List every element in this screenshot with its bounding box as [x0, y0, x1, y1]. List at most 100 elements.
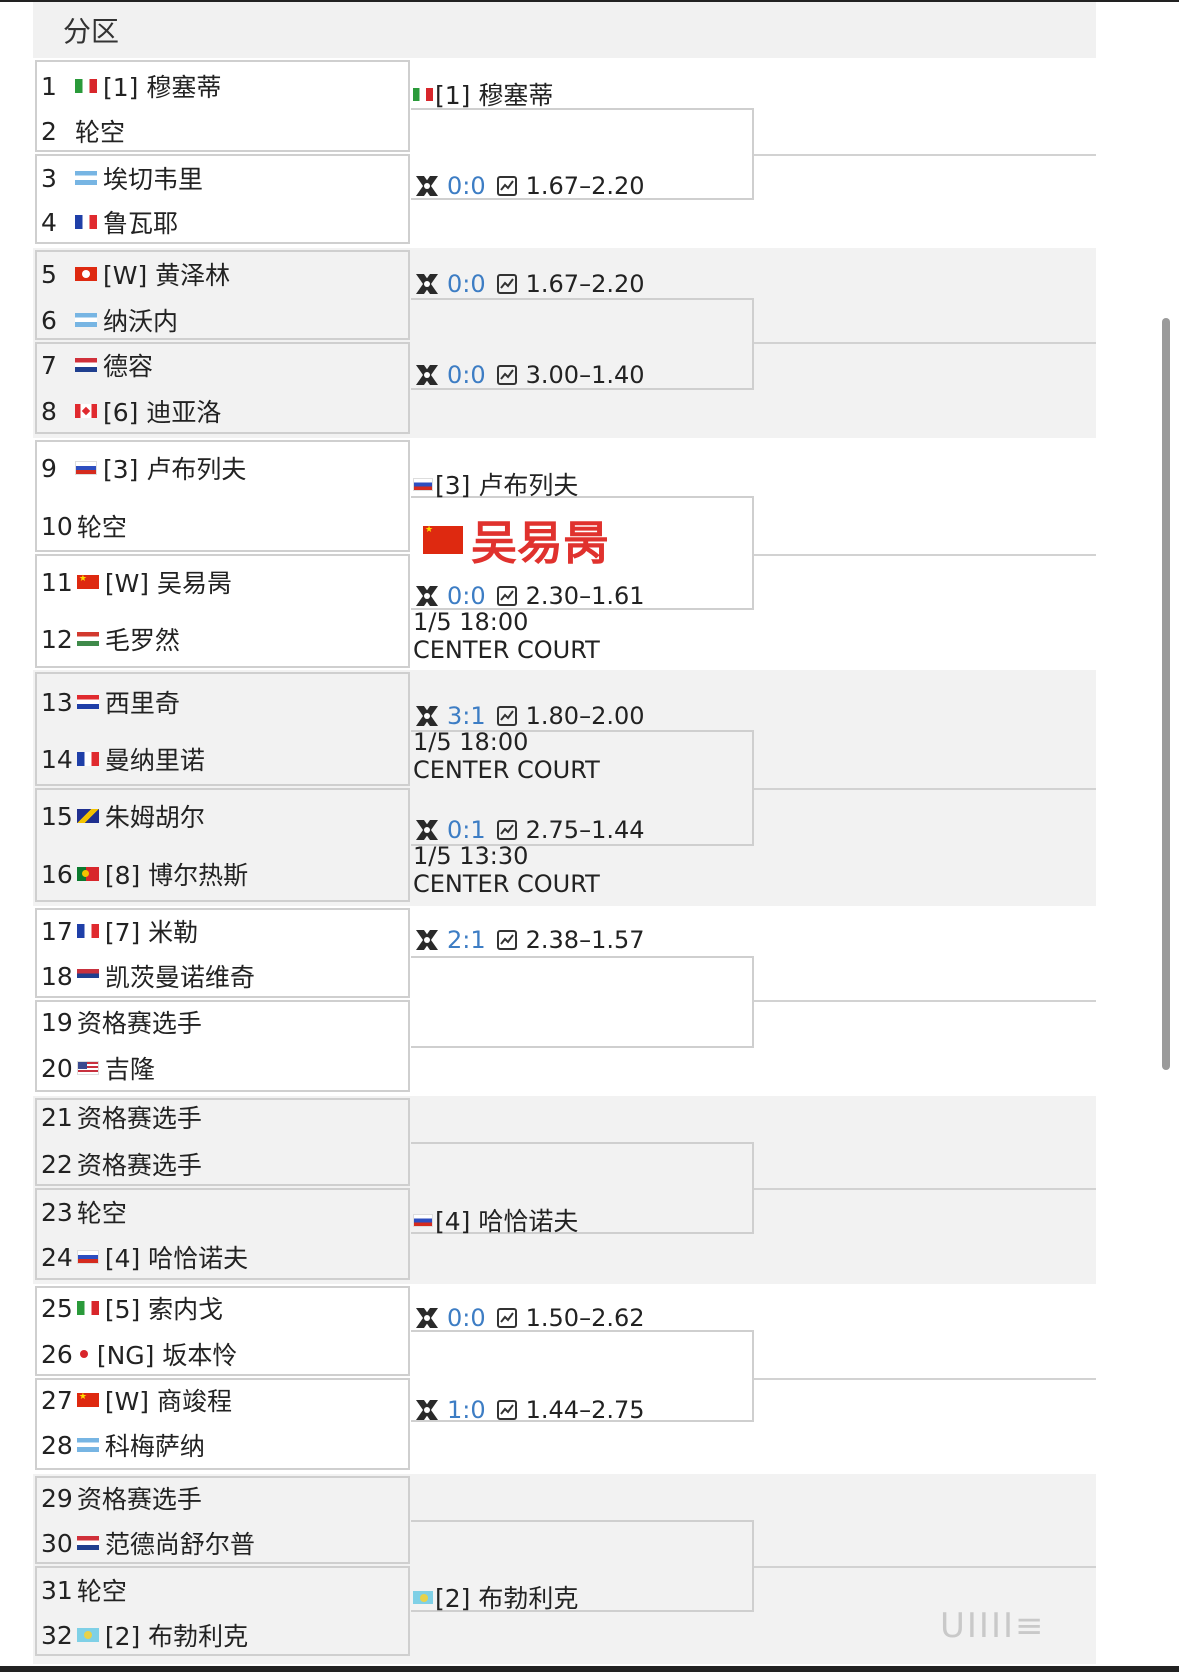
player-name: [NG] 坂本怜 — [96, 1341, 238, 1370]
odds-chart-icon[interactable] — [496, 175, 518, 197]
odds-chart-icon[interactable] — [496, 705, 518, 727]
player-row[interactable]: 16[8] 博尔热斯 — [41, 854, 248, 894]
player-row[interactable]: 24[4] 哈恰诺夫 — [41, 1237, 248, 1277]
player-row[interactable]: 27[W] 商竣程 — [41, 1380, 232, 1420]
player-row[interactable]: 5[W] 黄泽林 — [41, 254, 230, 294]
match-score[interactable]: 3:1 — [447, 702, 486, 730]
odds-chart-icon[interactable] — [496, 1399, 518, 1421]
player-name: 西里奇 — [104, 689, 180, 718]
match-score[interactable]: 0:0 — [447, 582, 486, 610]
odds-chart-icon[interactable] — [496, 364, 518, 386]
match-court: CENTER COURT — [413, 870, 600, 898]
advanced-player[interactable]: [1] 穆塞蒂 — [413, 78, 553, 110]
match-odds: 1.44–2.75 — [525, 1396, 645, 1424]
player-name: 资格赛选手 — [76, 1485, 202, 1514]
match-score[interactable]: 2:1 — [447, 926, 486, 954]
connector-line — [754, 554, 1096, 556]
connector-line — [754, 788, 1096, 790]
match-score[interactable]: 0:0 — [447, 270, 486, 298]
france-flag-icon — [76, 752, 99, 766]
odds-chart-icon[interactable] — [496, 929, 518, 951]
seed-number: 26 — [41, 1339, 73, 1369]
seed-number: 31 — [41, 1575, 73, 1605]
odds-chart-icon[interactable] — [496, 1307, 518, 1329]
advanced-player[interactable]: [4] 哈恰诺夫 — [413, 1204, 578, 1236]
advanced-player[interactable]: [2] 布勃利克 — [413, 1581, 578, 1613]
player-name: 范德尚舒尔普 — [104, 1530, 255, 1559]
match-score[interactable]: 1:0 — [447, 1396, 486, 1424]
player-row[interactable]: 25[5] 索内戈 — [41, 1288, 223, 1328]
odds-chart-icon[interactable] — [496, 819, 518, 841]
seed-number: 23 — [41, 1197, 73, 1227]
bet-logo-icon — [413, 703, 441, 729]
player-name: [4] 哈恰诺夫 — [104, 1244, 249, 1273]
match-score[interactable]: 0:1 — [447, 816, 486, 844]
seed-number: 6 — [41, 305, 57, 335]
bet-logo-icon — [413, 1397, 441, 1423]
match-line[interactable]: 0:0 2.30–1.61 — [413, 580, 645, 612]
player-row[interactable]: 8[6] 迪亚洛 — [41, 391, 221, 431]
match-score[interactable]: 0:0 — [447, 172, 486, 200]
seed-number: 21 — [41, 1102, 73, 1132]
match-odds: 2.30–1.61 — [525, 582, 645, 610]
seed-number: 1 — [41, 71, 57, 101]
match-box — [35, 342, 410, 434]
player-row[interactable]: 11[W] 吴易昺 — [41, 562, 232, 602]
player-row[interactable]: 26 [NG] 坂本怜 — [41, 1334, 237, 1374]
connector-line — [754, 1378, 1096, 1380]
match-score[interactable]: 0:0 — [447, 1304, 486, 1332]
match-score[interactable]: 0:0 — [447, 361, 486, 389]
odds-chart-icon[interactable] — [496, 273, 518, 295]
bottom-frame-line — [0, 1666, 1179, 1672]
seed-number: 5 — [41, 259, 57, 289]
player-name: 凯茨曼诺维奇 — [104, 963, 255, 992]
player-name: 纳沃内 — [103, 307, 179, 336]
vertical-scrollbar[interactable] — [1162, 318, 1170, 1070]
seed-number: 11 — [41, 567, 73, 597]
seed-number: 7 — [41, 350, 57, 380]
match-odds: 1.50–2.62 — [525, 1304, 645, 1332]
match-line[interactable]: 1:0 1.44–2.75 — [413, 1394, 645, 1426]
player-row[interactable]: 1[1] 穆塞蒂 — [41, 66, 221, 106]
advanced-player[interactable]: [3] 卢布列夫 — [413, 468, 578, 500]
player-row[interactable]: 6 纳沃内 — [41, 300, 178, 340]
italy-flag-icon — [76, 1301, 99, 1315]
odds-chart-icon[interactable] — [496, 585, 518, 607]
watermark: UIIII≡ — [940, 1606, 1046, 1646]
match-line[interactable]: 0:0 1.50–2.62 — [413, 1302, 645, 1334]
seed-number: 8 — [41, 396, 57, 426]
bosnia-flag-icon — [76, 809, 99, 823]
player-row[interactable]: 32[2] 布勃利克 — [41, 1615, 248, 1655]
kazakhstan-flag-icon — [76, 1628, 99, 1642]
player-name: [8] 博尔热斯 — [104, 861, 249, 890]
bet-logo-icon — [413, 1305, 441, 1331]
player-row[interactable]: 17[7] 米勒 — [41, 911, 198, 951]
player-row[interactable]: 9[3] 卢布列夫 — [41, 448, 246, 488]
player-name: [5] 索内戈 — [104, 1295, 224, 1324]
